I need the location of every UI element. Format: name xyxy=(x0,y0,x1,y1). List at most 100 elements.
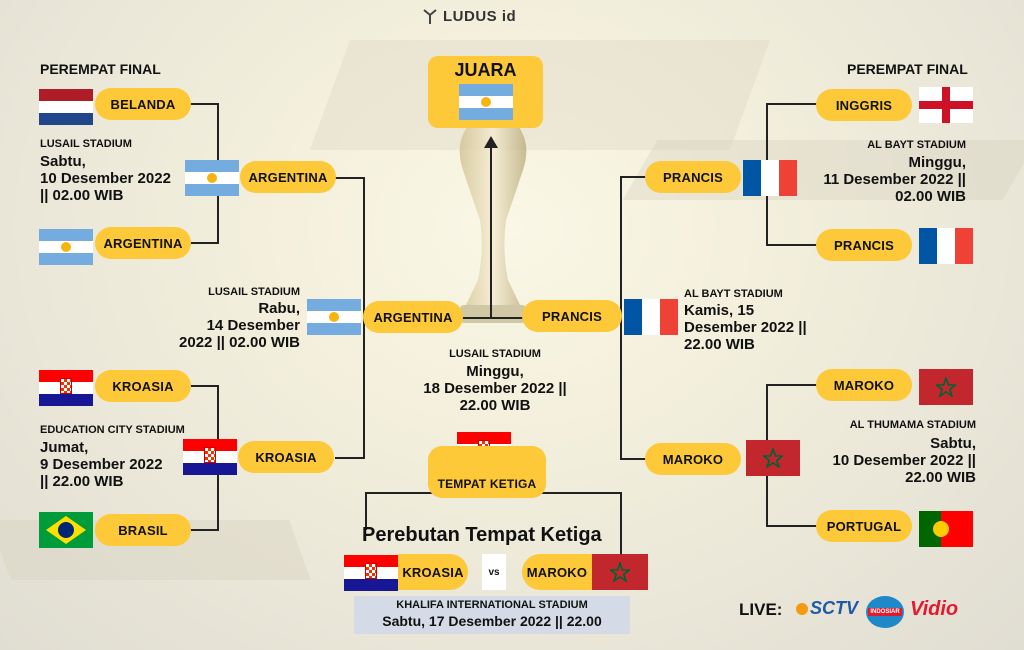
team-pill: KROASIA xyxy=(398,554,468,590)
match-date: Sabtu, 17 Desember 2022 || 22.00 xyxy=(382,613,602,629)
bracket-line xyxy=(766,384,818,386)
match-date: Sabtu, xyxy=(40,153,86,170)
match-date: 22.00 WIB xyxy=(905,469,976,486)
bracket-line xyxy=(460,317,526,319)
match-date: Sabtu, xyxy=(930,435,976,452)
stadium-label: AL THUMAMA STADIUM xyxy=(849,419,976,431)
team-pill: ARGENTINA xyxy=(240,161,336,193)
team-pill: INGGRIS xyxy=(816,89,912,121)
brand-logo: LUDUS id xyxy=(423,8,516,25)
arrow-up-icon xyxy=(484,136,498,148)
brand-name: LUDUS id xyxy=(443,8,517,25)
match-date: 02.00 WIB xyxy=(895,188,966,205)
match-date: Minggu, xyxy=(466,363,524,380)
vidio-logo: Vidio xyxy=(910,598,959,620)
match-date: || 02.00 WIB xyxy=(40,187,124,204)
sctv-logo: SCTV xyxy=(796,598,858,619)
match-date: 14 Desember xyxy=(206,317,300,334)
team-pill: ARGENTINA xyxy=(363,301,463,333)
flag-france xyxy=(743,160,797,196)
stadium-label: KHALIFA INTERNATIONAL STADIUM xyxy=(396,599,588,611)
match-date: 2022 || 02.00 WIB xyxy=(179,334,300,351)
match-date: 22.00 WIB xyxy=(684,336,755,353)
match-date: Rabu, xyxy=(258,300,300,317)
match-date: 10 Desember 2022 xyxy=(40,170,171,187)
flag-croatia xyxy=(344,555,398,591)
ludus-logo-icon xyxy=(423,8,437,24)
team-pill: BELANDA xyxy=(95,88,191,120)
bracket-line xyxy=(365,492,367,530)
bracket-line xyxy=(190,529,218,531)
flag-argentina xyxy=(185,160,239,196)
flag-portugal xyxy=(919,511,973,547)
vs-label: vs xyxy=(488,566,500,578)
bracket-line xyxy=(335,177,365,179)
third-place-info xyxy=(354,596,630,634)
sctv-text: SCTV xyxy=(810,598,859,618)
match-date: Jumat, xyxy=(40,439,89,456)
flag-morocco xyxy=(919,369,973,405)
match-date: 22.00 WIB xyxy=(459,397,531,414)
team-pill: MAROKO xyxy=(645,443,741,475)
right-qf-title: PEREMPAT FINAL xyxy=(847,61,968,77)
sun-icon xyxy=(796,602,808,615)
team-pill: PRANCIS xyxy=(645,161,741,193)
stadium-label: AL BAYT STADIUM xyxy=(867,139,966,151)
flag-croatia xyxy=(183,439,237,475)
third-place-match: KROASIA vs MAROKO xyxy=(344,554,648,591)
stadium-label: LUSAIL STADIUM xyxy=(449,348,541,360)
bracket-line xyxy=(766,525,818,527)
flag-argentina xyxy=(459,84,513,120)
match-date: || 22.00 WIB xyxy=(40,473,124,490)
flag-argentina xyxy=(39,229,93,265)
champion-title: JUARA xyxy=(454,60,517,80)
bracket-line xyxy=(620,458,648,460)
flag-netherlands xyxy=(39,89,93,125)
bracket-line xyxy=(190,103,218,105)
left-qf-title: PEREMPAT FINAL xyxy=(40,61,161,77)
live-label: LIVE: xyxy=(739,600,783,619)
flag-morocco xyxy=(592,554,648,590)
bracket-line xyxy=(620,492,622,556)
team-pill: PRANCIS xyxy=(522,300,622,332)
match-date: 10 Desember 2022 || xyxy=(832,452,977,469)
stadium-label: LUSAIL STADIUM xyxy=(208,286,300,298)
bracket-line xyxy=(335,457,365,459)
flag-morocco xyxy=(746,440,800,476)
third-place-heading: Perebutan Tempat Ketiga xyxy=(362,524,602,546)
match-date: 11 Desember 2022 || xyxy=(823,171,966,188)
flag-argentina xyxy=(307,299,361,335)
team-pill: MAROKO xyxy=(522,554,592,590)
indosiar-text: INDOSIAR xyxy=(868,608,902,616)
flag-france xyxy=(624,299,678,335)
bracket-line xyxy=(620,176,648,178)
match-date: Kamis, 15 xyxy=(684,302,755,319)
team-pill: KROASIA xyxy=(95,370,191,402)
stadium-label: EDUCATION CITY STADIUM xyxy=(40,424,185,436)
team-pill: PRANCIS xyxy=(816,229,912,261)
vs-box: vs xyxy=(482,554,506,590)
bracket-line xyxy=(190,385,218,387)
bracket-line xyxy=(190,242,218,244)
team-pill: BRASIL xyxy=(95,514,191,546)
bracket-line xyxy=(490,145,492,318)
bracket-line xyxy=(766,244,818,246)
team-pill: KROASIA xyxy=(238,441,334,473)
team-pill: PORTUGAL xyxy=(816,510,912,542)
match-date: 18 Desember 2022 || xyxy=(423,380,567,397)
flag-france xyxy=(919,228,973,264)
match-date: Minggu, xyxy=(908,154,966,171)
team-pill: ARGENTINA xyxy=(95,227,191,259)
bracket-line xyxy=(766,103,818,105)
stadium-label: AL BAYT STADIUM xyxy=(684,288,783,300)
team-pill: MAROKO xyxy=(816,369,912,401)
flag-brazil xyxy=(39,512,93,548)
match-date: 9 Desember 2022 xyxy=(40,456,163,473)
third-place-title: TEMPAT KETIGA xyxy=(428,446,546,498)
match-date: Desember 2022 || xyxy=(684,319,807,336)
stadium-label: LUSAIL STADIUM xyxy=(40,138,132,150)
flag-england xyxy=(919,87,973,123)
indosiar-logo: INDOSIAR xyxy=(866,596,904,628)
flag-croatia xyxy=(39,370,93,406)
